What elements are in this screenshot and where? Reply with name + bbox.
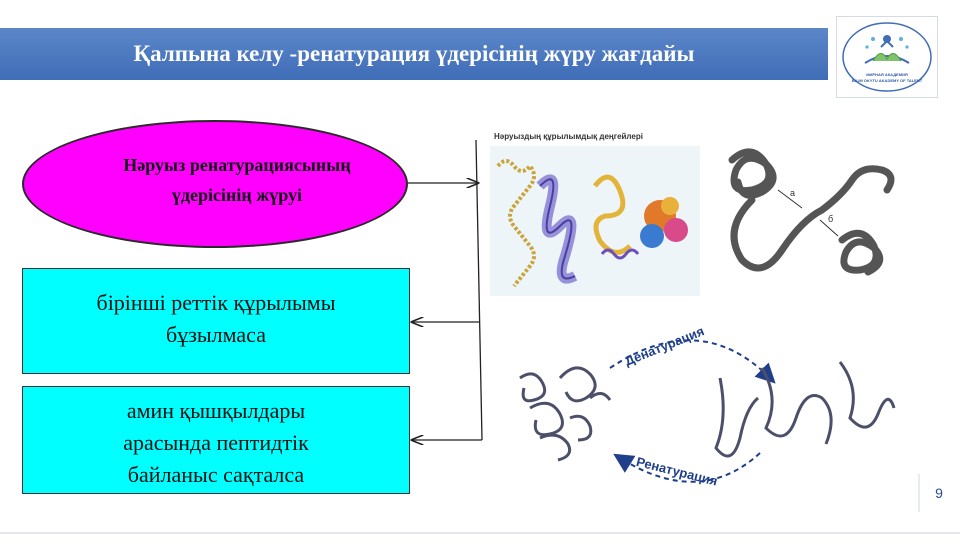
figure2-label-b: б (828, 214, 833, 224)
figure2-label-a: а (790, 188, 795, 198)
condition2-line2: арасында пептидтік (123, 430, 309, 455)
logo-caption-line2: BILIM OKYTU AKADEMY OF TALENT (851, 78, 923, 83)
renaturation-ellipse (22, 120, 408, 248)
ellipse-text: Нәруыз ренатурациясының үдерісінің жүруі (66, 150, 408, 210)
condition2-line1: амин қышқылдары (126, 398, 306, 423)
condition2-line3: байланыс сақталса (127, 462, 305, 487)
logo-emblem-icon (842, 22, 932, 92)
page-number: 9 (918, 474, 958, 512)
arc-label-renaturation: Ренатурация (635, 454, 719, 489)
slide-title: Қалпына келу -ренатурация үдерісінің жүр… (133, 41, 695, 66)
ellipse-line1: Нәруыз ренатурациясының (123, 155, 351, 175)
figure1-caption: Нәруыздың құрылымдық деңгейлері (494, 132, 643, 141)
denaturation-cycle-figure: Денатурация Ренатурация (519, 323, 896, 489)
condition-box-primary-structure: бірінші реттік құрылымы бұзылмаса (22, 268, 410, 374)
title-bar: Қалпына келу -ренатурация үдерісінің жүр… (0, 28, 828, 80)
arc-label-denaturation: Денатурация (623, 323, 707, 368)
footer-line (0, 532, 960, 534)
condition1-line2: бұзылмаса (166, 322, 266, 347)
logo-caption-line1: МИРНАЯ АКАДЕМИЯ (866, 72, 908, 77)
condition1-line1: бірінші реттік құрылымы (96, 290, 336, 315)
unfolding-refolding-figure: а б (728, 148, 895, 276)
protein-structure-levels-figure (490, 146, 700, 296)
academy-logo: МИРНАЯ АКАДЕМИЯ BILIM OKYTU AKADEMY OF T… (836, 16, 938, 98)
condition-box-peptide-bond: амин қышқылдары арасында пептидтік байла… (22, 386, 410, 494)
ellipse-line2: үдерісінің жүруі (171, 185, 303, 205)
